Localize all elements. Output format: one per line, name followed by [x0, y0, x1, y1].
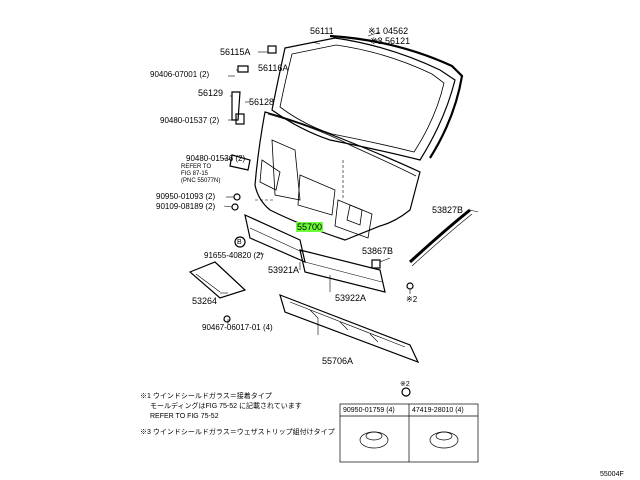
part-90480	[229, 154, 251, 171]
windshield-inner	[279, 44, 445, 153]
panel-53922A	[299, 249, 386, 293]
reinforcement-55706A	[279, 294, 420, 364]
label-star2-table: ※2	[400, 381, 410, 388]
refer-to-line1: REFER TO	[181, 164, 212, 170]
label-90467: 90467-06017-01 (4)	[202, 323, 273, 332]
label-53921A: 53921A	[268, 265, 300, 275]
refer-to-line2: FIG 87-15	[181, 171, 209, 177]
part-56128	[235, 113, 245, 125]
bracket-53264	[188, 261, 247, 299]
back-door-top	[267, 113, 417, 177]
label-90950-01093: 90950-01093 (2)	[156, 192, 216, 201]
part-56129	[231, 91, 241, 121]
clip-col2-header: 47419-28010 (4)	[412, 407, 464, 414]
label-90406: 90406-07001 (2)	[150, 70, 210, 79]
label-53922A: 53922A	[335, 293, 367, 303]
note-1b: モールディングはFIG 75-52 に記載されています	[150, 403, 302, 410]
label-90480-01536: 90480-01536 (2)	[186, 154, 246, 163]
note-1c: REFER TO FIG 75-52	[150, 413, 219, 420]
label-56115A: 56115A	[220, 47, 251, 57]
label-53264: 53264	[192, 296, 218, 306]
label-91655: 91655-40820 (2)	[204, 251, 264, 260]
label-56116A: 56116A	[258, 63, 289, 73]
label-circle-b: B	[237, 239, 242, 246]
part-56115A	[267, 45, 277, 54]
note-1a: ※1 ウインドシールドガラス＝接着タイプ	[140, 393, 272, 400]
windshield-glass	[271, 37, 456, 161]
label-star2: ※2	[406, 295, 418, 304]
refer-to-line3: (PNC 55077N)	[181, 178, 221, 184]
label-90109-08189: 90109-08189 (2)	[156, 202, 216, 211]
weatherstrip	[329, 34, 464, 159]
note-3: ※3 ウインドシールドガラス＝ウェザストリップ組付けタイプ	[140, 429, 335, 436]
label-53827B: 53827B	[432, 205, 464, 215]
part-56116A	[237, 65, 249, 73]
diagram-code: 55004F	[600, 471, 624, 478]
label-56121: ※3 56121	[370, 36, 411, 46]
label-53867B: 53867B	[362, 246, 394, 256]
label-56128: 56128	[249, 97, 275, 107]
label-04562: ※1 04562	[368, 26, 409, 36]
label-55706A: 55706A	[322, 356, 354, 366]
back-door-panel	[254, 111, 421, 241]
label-90480-01537: 90480-01537 (2)	[160, 116, 220, 125]
label-56111: 56111	[310, 26, 334, 36]
label-56129: 56129	[198, 88, 224, 98]
clip-col1-header: 90950-01759 (4)	[343, 407, 395, 414]
label-55700: 55700	[296, 222, 324, 232]
molding-53827B	[408, 208, 471, 264]
